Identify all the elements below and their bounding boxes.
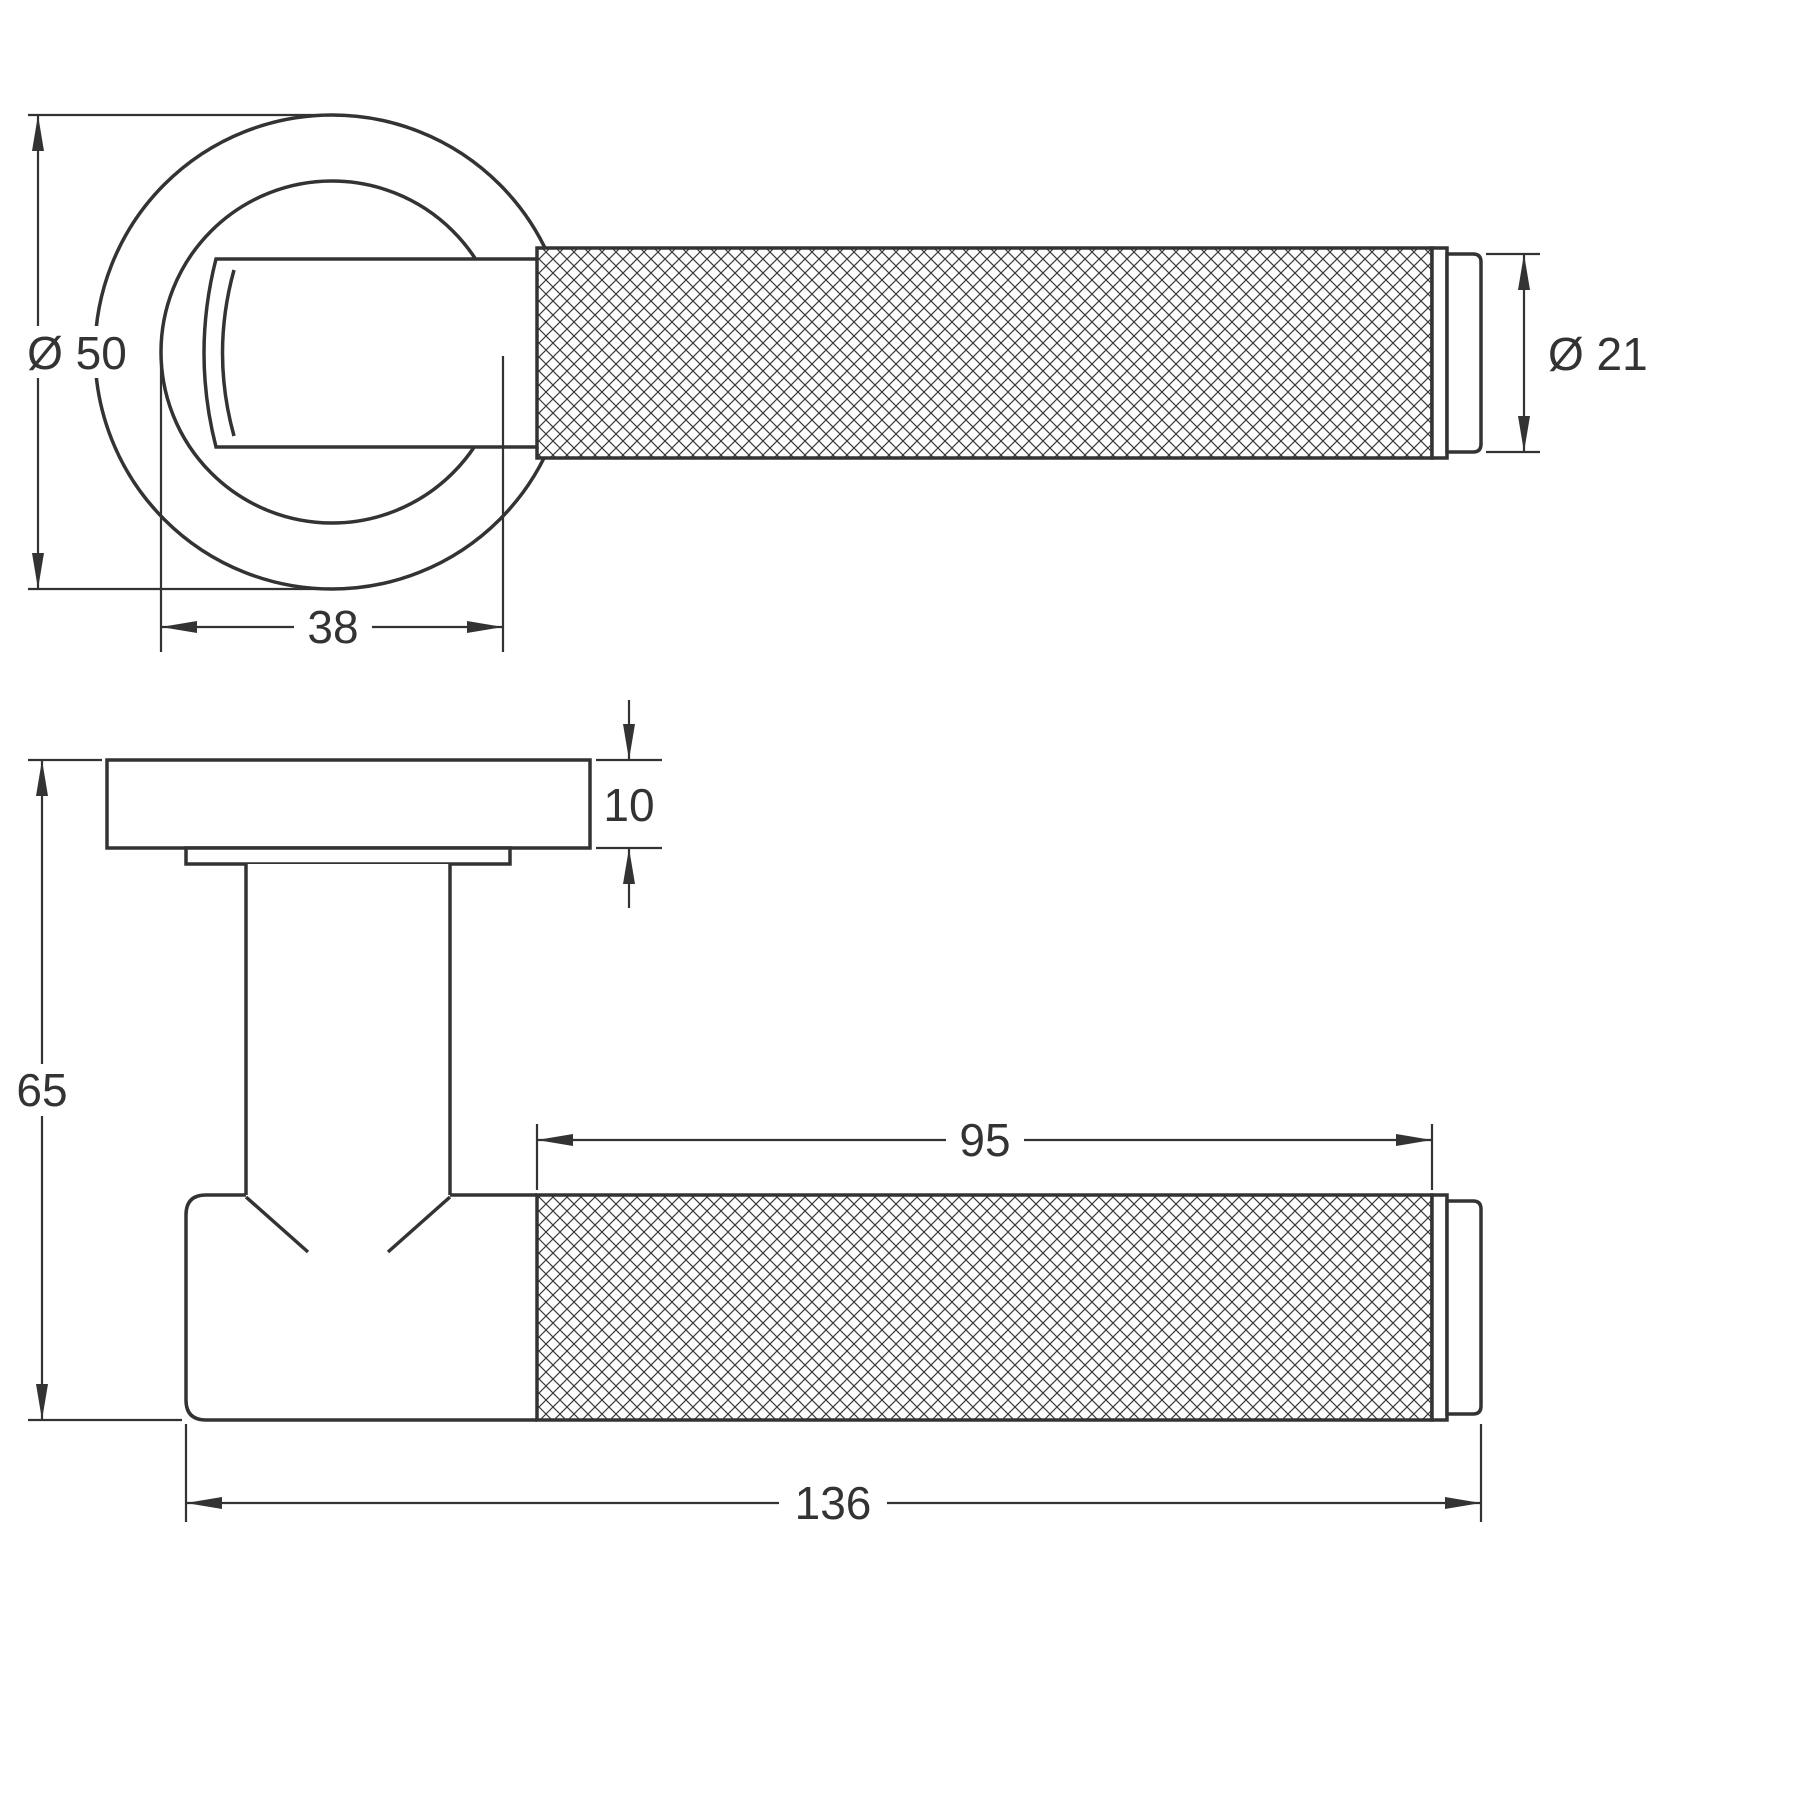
- rose-flange: [184, 846, 512, 866]
- label-bg: [24, 326, 130, 378]
- label-bg: [294, 601, 372, 653]
- handle-neck-end-arc: [220, 269, 236, 437]
- grip-end-cap-side: [1445, 1199, 1483, 1416]
- dim-handle-diameter: Ø 21: [1486, 252, 1648, 454]
- dim-handle-length: 136: [184, 1424, 1483, 1529]
- projection-label: 65: [16, 1064, 67, 1116]
- stem-fill: [246, 864, 450, 1195]
- handle-diameter-label: Ø 21: [1548, 328, 1648, 380]
- stem-chamfer-left: [244, 1195, 310, 1254]
- rose-diameter-label: Ø 50: [27, 327, 127, 379]
- grip-length-label: 95: [959, 1114, 1010, 1166]
- side-view: 10 65 95 136: [6, 700, 1483, 1529]
- label-bg: [6, 1064, 78, 1116]
- rose-width-label: 38: [307, 601, 358, 653]
- rose-thickness-label: 10: [603, 779, 654, 831]
- dim-projection: 65: [6, 758, 182, 1422]
- label-bg: [946, 1114, 1024, 1166]
- front-view: Ø 50 Ø 21 38: [24, 113, 1648, 653]
- grip-end-ring-side: [1430, 1193, 1449, 1422]
- handle-length-label: 136: [795, 1477, 872, 1529]
- rose-plate: [105, 758, 592, 850]
- handle-neck-outline: [202, 257, 537, 449]
- lever-outline: [184, 1193, 537, 1422]
- handle-neck-fill: [204, 259, 537, 447]
- grip-end-cap: [1445, 252, 1483, 454]
- knurled-grip: [535, 246, 1434, 460]
- label-bg: [779, 1477, 887, 1529]
- grip-end-ring: [1430, 246, 1449, 460]
- dim-rose-thickness: 10: [596, 700, 662, 908]
- knurled-grip-side: [535, 1193, 1434, 1422]
- dim-rose-width: 38: [159, 356, 505, 653]
- dim-grip-length: 95: [535, 1114, 1434, 1190]
- stem-chamfer-right: [386, 1195, 452, 1254]
- dim-rose-diameter: Ø 50: [24, 113, 342, 591]
